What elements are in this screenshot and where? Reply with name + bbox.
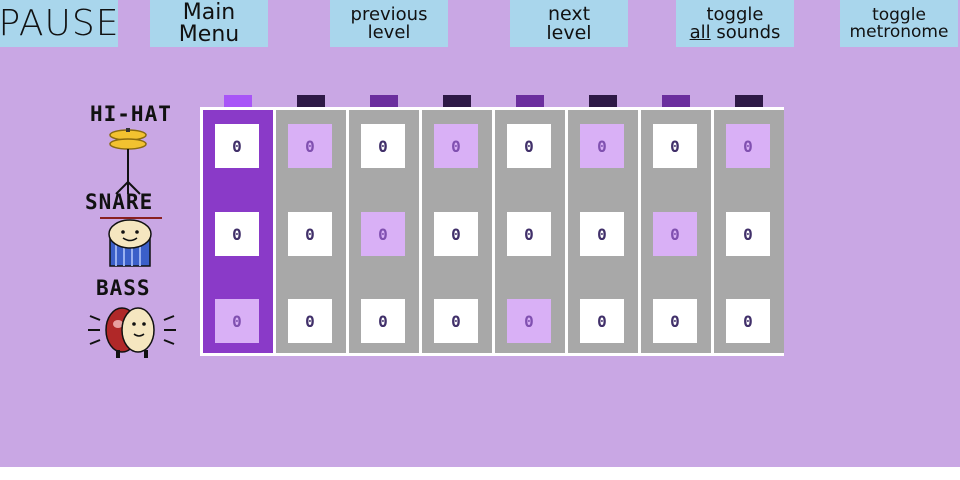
next-level-label-line1: next (547, 2, 591, 25)
previous-level-label-line1: previous (350, 3, 428, 25)
beat-indicator-4[interactable] (443, 95, 471, 107)
step-cell[interactable]: 0 (288, 212, 332, 256)
step-cell[interactable]: 0 (507, 212, 551, 256)
step-cell[interactable]: 0 (361, 299, 405, 343)
step-cell[interactable]: 0 (434, 299, 478, 343)
step-cell[interactable]: 0 (434, 212, 478, 256)
hi-hat-icon (109, 128, 147, 195)
snare-drum-icon (100, 217, 162, 267)
beat-indicator-7[interactable] (662, 95, 690, 107)
step-cell[interactable]: 0 (215, 212, 259, 256)
previous-level-button[interactable]: previous level (330, 0, 448, 47)
previous-level-label-line2: level (367, 21, 411, 43)
step-cell[interactable]: 0 (653, 299, 697, 343)
beat-indicator-8[interactable] (735, 95, 763, 107)
step-cell[interactable]: 0 (288, 124, 332, 168)
beat-indicator-3[interactable] (370, 95, 398, 107)
step-cell[interactable]: 0 (726, 299, 770, 343)
bass-drum-icon (88, 307, 176, 358)
main-menu-label: Main Menu (178, 0, 240, 47)
beat-indicator-5[interactable] (516, 95, 544, 107)
step-cell[interactable]: 0 (215, 124, 259, 168)
beat-indicator-1[interactable] (224, 95, 252, 107)
toggle-all-sounds-button[interactable]: toggle all sounds (676, 0, 794, 47)
toggle-sounds-label-line1: toggle (706, 3, 764, 25)
step-cell[interactable]: 0 (580, 212, 624, 256)
step-cell[interactable]: 0 (507, 299, 551, 343)
beat-indicator-2[interactable] (297, 95, 325, 107)
step-cell[interactable]: 0 (215, 299, 259, 343)
step-cell[interactable]: 0 (507, 124, 551, 168)
step-cell[interactable]: 0 (580, 299, 624, 343)
toggle-metronome-label-line1: toggle (872, 4, 926, 25)
next-level-button[interactable]: next level (510, 0, 628, 47)
snare-label: SNARE (85, 190, 154, 214)
bass-label: BASS (96, 276, 151, 300)
step-cell[interactable]: 0 (361, 212, 405, 256)
step-cell[interactable]: 0 (726, 212, 770, 256)
toggle-metronome-button[interactable]: toggle metronome (840, 0, 958, 47)
hi-hat-label: HI-HAT (90, 102, 172, 126)
step-cell[interactable]: 0 (288, 299, 332, 343)
step-cell[interactable]: 0 (434, 124, 478, 168)
main-menu-button[interactable]: Main Menu (150, 0, 268, 47)
step-cell[interactable]: 0 (653, 124, 697, 168)
next-level-label-line2: level (546, 21, 592, 44)
toggle-metronome-label-line2: metronome (849, 21, 949, 42)
step-cell[interactable]: 0 (361, 124, 405, 168)
toggle-sounds-label-all: all (689, 21, 711, 43)
game-stage: PAUSE Main Menu previous level next leve… (0, 0, 960, 467)
toggle-sounds-label-line2: all sounds (689, 21, 781, 43)
toggle-sounds-label-sounds: sounds (716, 21, 781, 43)
beat-indicator-6[interactable] (589, 95, 617, 107)
step-cell[interactable]: 0 (580, 124, 624, 168)
pause-label: PAUSE (0, 2, 120, 44)
step-cell[interactable]: 0 (653, 212, 697, 256)
step-cell[interactable]: 0 (726, 124, 770, 168)
pause-button[interactable]: PAUSE (0, 0, 120, 47)
